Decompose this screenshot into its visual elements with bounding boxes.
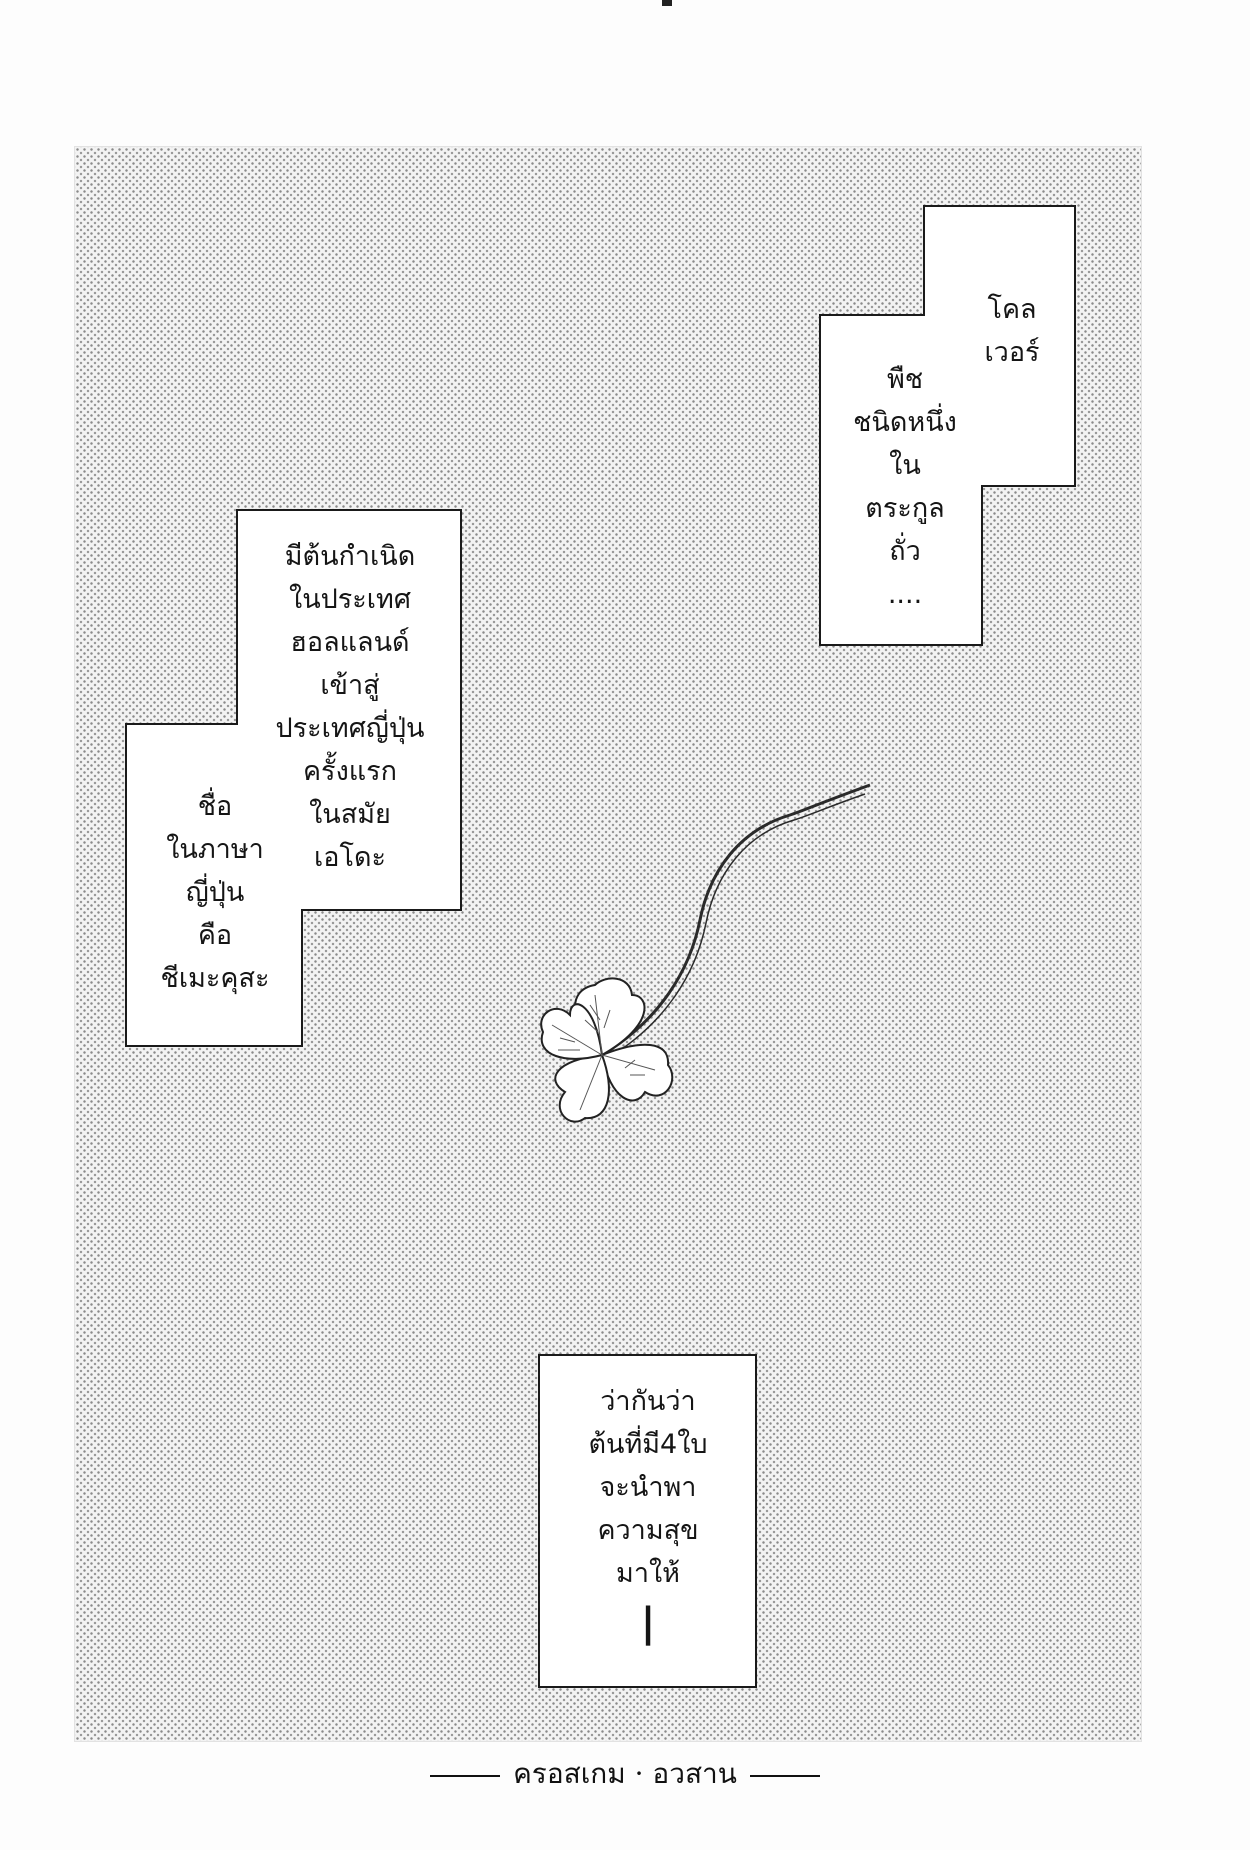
caption-line: คือ [197,920,233,951]
caption-plant-type: พืช ชนิดหนึ่ง ใน ตระกูล ถั่ว .... [838,358,972,616]
caption-line: จะนำพา [599,1472,697,1503]
caption-box-luck [538,1354,757,1688]
caption-line: เวอร์ [984,337,1040,368]
page-footer: ครอสเกม · อวสาน [0,1752,1250,1796]
caption-line: มีต้นกำเนิด [284,541,416,572]
caption-line: ประเทศญี่ปุ่น [275,713,425,744]
clover-leaf-shading [551,994,656,1111]
caption-japanese-name: ชื่อ ในภาษา ญี่ปุ่น คือ ชีเมะคุสะ [140,785,290,1000]
caption-line: ในสมัย [309,799,391,830]
caption-line: ว่ากันว่า [600,1386,696,1417]
footer-rule-right [749,1774,820,1777]
caption-line: ใน [889,450,921,481]
footer-title: ครอสเกม · อวสาน [513,1757,737,1790]
caption-line: โคล [987,294,1037,325]
caption-line: ชนิดหนึ่ง [853,407,957,438]
caption-line: ฮอลแลนด์ [290,627,410,658]
caption-line: ตระกูล [865,493,945,524]
four-leaf-clover-illustration [540,783,871,1123]
caption-line: ชื่อ [197,791,233,822]
clover-leaf-right [600,1043,674,1102]
caption-box-origin-name [125,509,462,1047]
caption-line: ชีเมะคุสะ [160,963,270,994]
caption-box-clover-plant [819,205,1076,646]
caption-line: ญี่ปุ่น [185,877,245,908]
caption-line: ในภาษา [166,834,264,865]
footer-rule-left [430,1774,501,1777]
page-top-mark [662,0,672,6]
caption-line: มาให้ [616,1558,680,1589]
caption-line: ความสุข [597,1515,699,1546]
caption-line: พืช [886,364,924,395]
caption-line: ต้นที่มี4ใบ [588,1429,708,1460]
caption-line: | [640,1600,656,1646]
caption-line: เข้าสู่ [320,670,380,701]
caption-line: ในประเทศ [289,584,411,615]
caption-line: เอโดะ [314,842,386,873]
clover-leaf-bottom [554,1053,610,1123]
caption-line: .... [887,579,923,610]
caption-clover-name: โคล เวอร์ [962,288,1062,374]
clover-leaves [540,977,674,1123]
caption-line: ถั่ว [889,536,921,567]
clover-leaf-left [540,1003,604,1060]
caption-origin: มีต้นกำเนิด ในประเทศ ฮอลแลนด์ เข้าสู่ ปร… [250,535,450,879]
caption-luck: ว่ากันว่า ต้นที่มี4ใบ จะนำพา ความสุข มาใ… [553,1380,743,1651]
clover-stem [601,783,871,1057]
clover-stem-outline [607,793,866,1059]
caption-line: ครั้งแรก [303,756,397,787]
